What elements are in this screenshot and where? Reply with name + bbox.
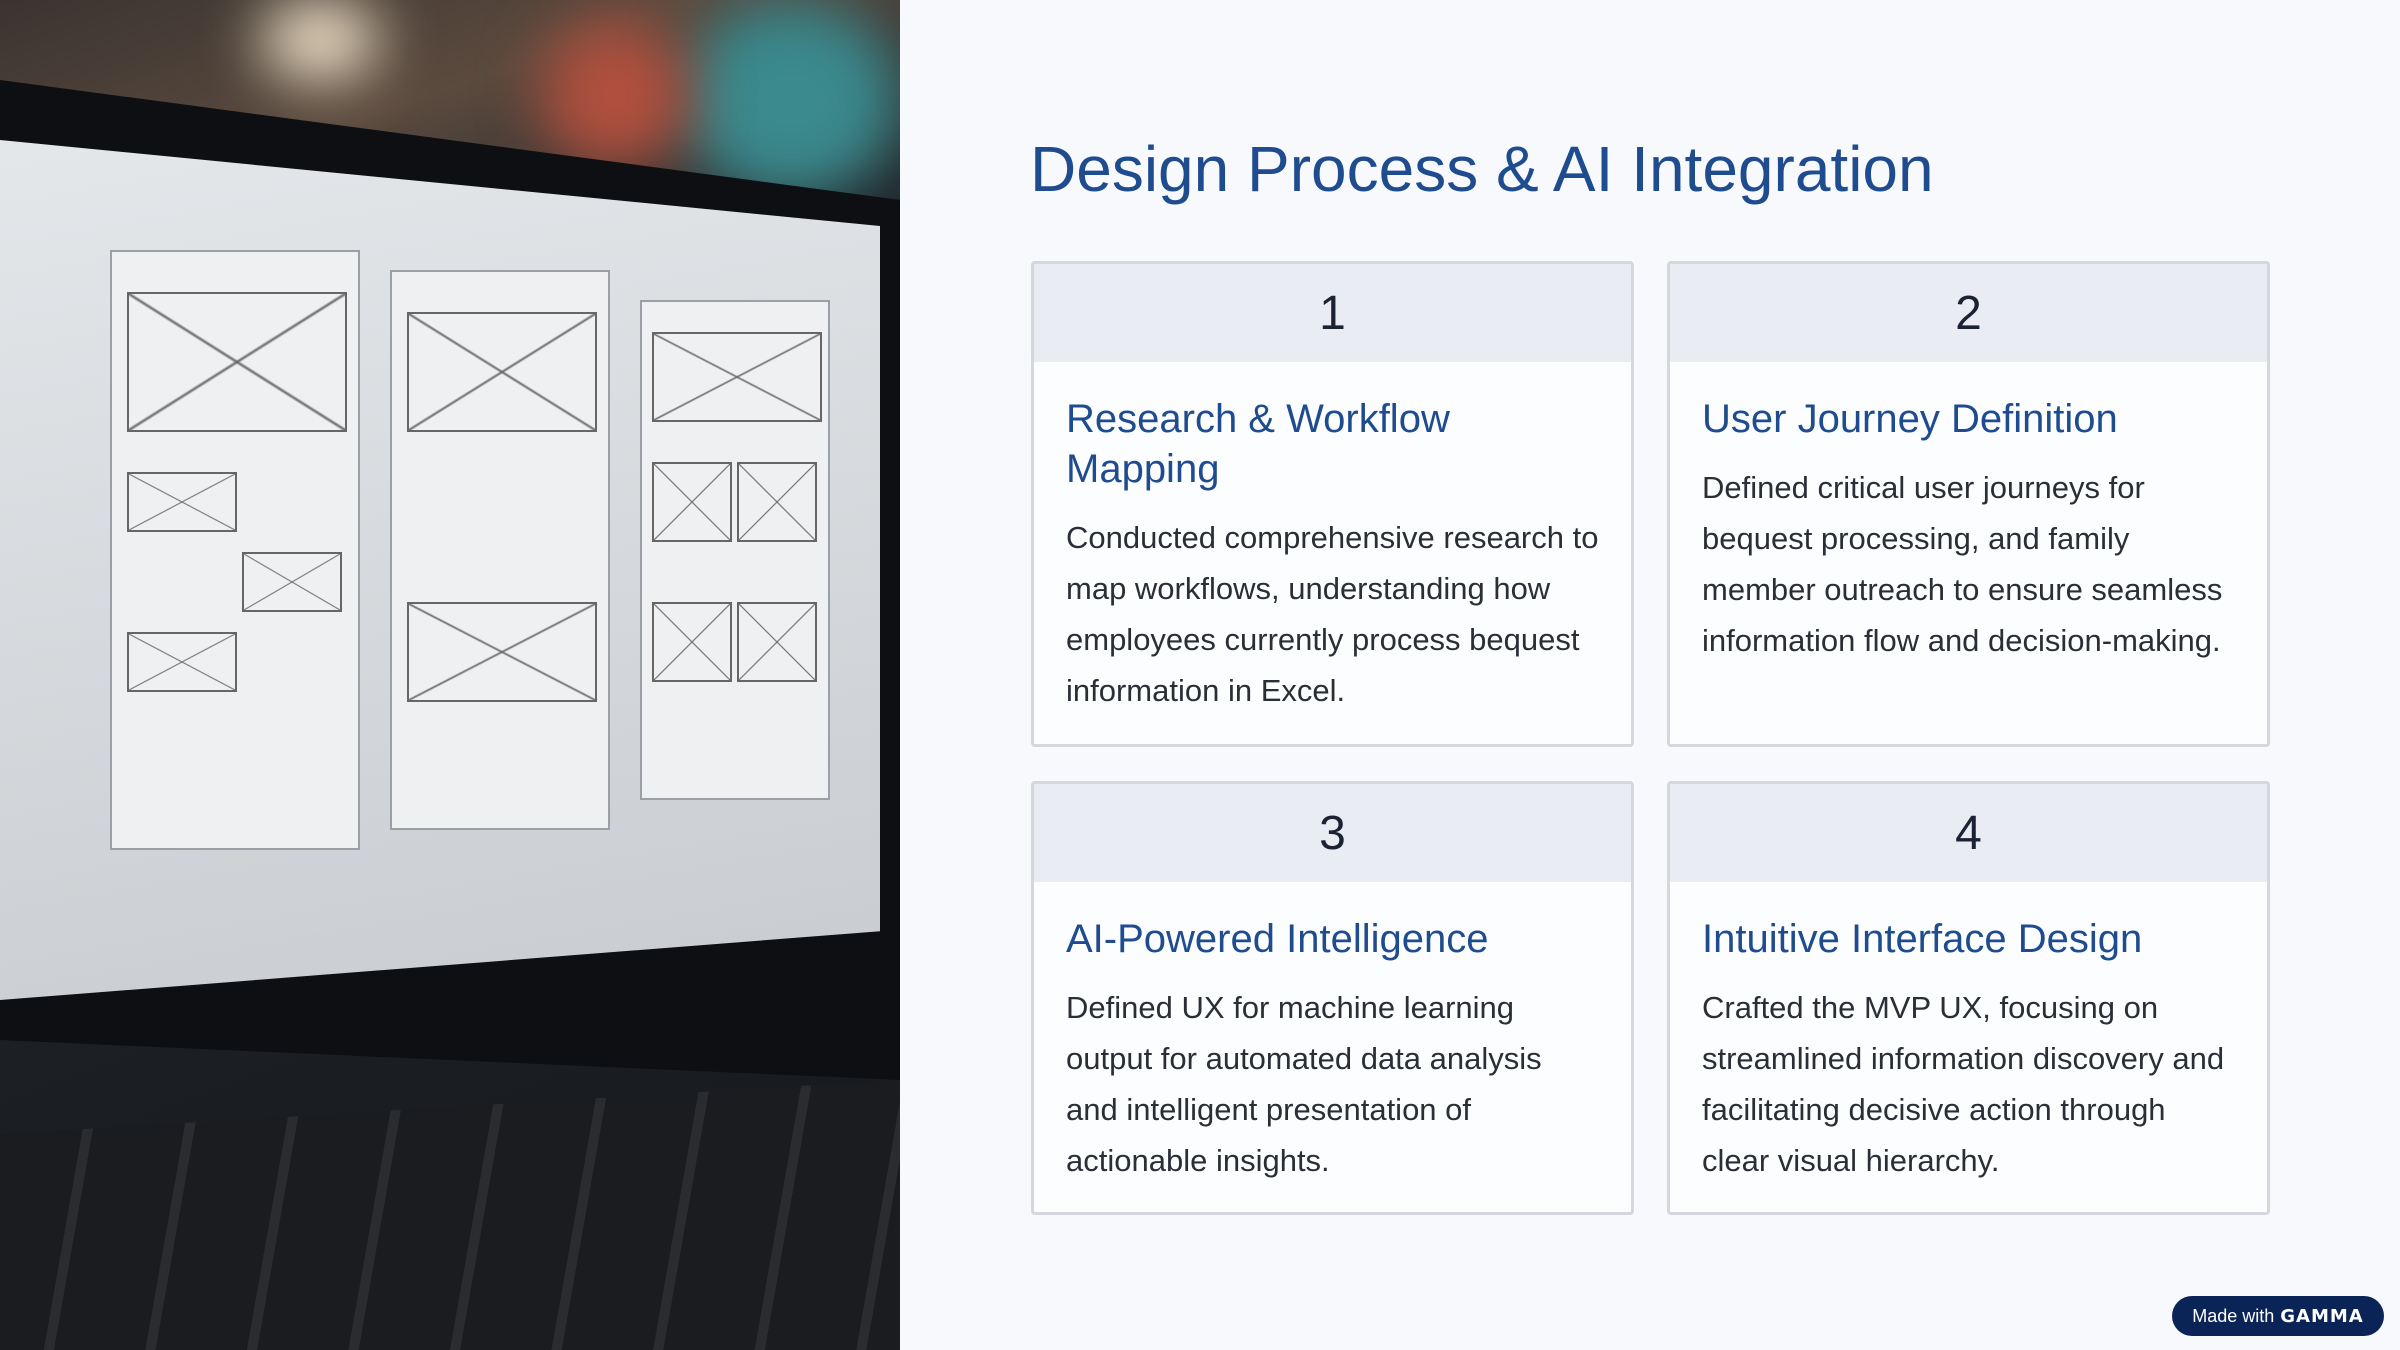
card-body: Conducted comprehensive research to map … [1066, 520, 1599, 708]
laptop-screen [0, 140, 880, 1000]
process-card-4: 4 Intuitive Interface Design Crafted the… [1667, 781, 2270, 1215]
card-number: 3 [1034, 784, 1631, 882]
card-heading: Intuitive Interface Design [1702, 917, 2143, 961]
badge-prefix: Made with [2192, 1305, 2275, 1326]
card-body: Defined UX for machine learning output f… [1066, 990, 1542, 1178]
card-body: Crafted the MVP UX, focusing on streamli… [1702, 990, 2225, 1178]
card-body: Defined critical user journeys for beque… [1702, 470, 2223, 658]
card-number: 4 [1670, 784, 2267, 882]
process-card-3: 3 AI-Powered Intelligence Defined UX for… [1031, 781, 1634, 1215]
card-heading: User Journey Definition [1702, 397, 2118, 441]
laptop-wireframe-photo [0, 0, 900, 1350]
card-number: 1 [1034, 264, 1631, 362]
gamma-logo: GAMMA [2280, 1305, 2364, 1327]
card-heading: Research & Workflow Mapping [1066, 397, 1450, 491]
laptop-keyboard [0, 1080, 900, 1350]
card-heading: AI-Powered Intelligence [1066, 917, 1489, 961]
made-with-gamma-badge[interactable]: Made with GAMMA [2172, 1296, 2384, 1336]
process-card-2: 2 User Journey Definition Defined critic… [1667, 261, 2270, 747]
card-number: 2 [1670, 264, 2267, 362]
page-title: Design Process & AI Integration [1030, 133, 1934, 205]
process-card-1: 1 Research & Workflow Mapping Conducted … [1031, 261, 1634, 747]
